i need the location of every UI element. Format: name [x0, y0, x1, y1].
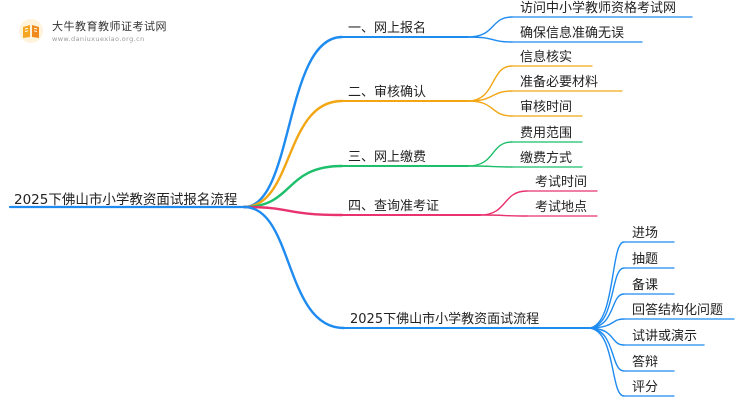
leaf-connector — [467, 90, 513, 102]
leaf-node[interactable]: 准备必要材料 — [520, 75, 599, 90]
site-logo[interactable]: 大牛教育教师证考试网 www.daniuxuexiao.org.cn — [18, 14, 188, 48]
leaf-connector — [467, 16, 513, 38]
branch-node[interactable]: 一、网上报名 — [348, 21, 427, 36]
leaf-node[interactable]: 备课 — [632, 278, 659, 293]
branch-node[interactable]: 2025下佛山市小学教资面试流程 — [350, 312, 540, 327]
branch-node[interactable]: 四、查询准考证 — [348, 199, 440, 214]
leaf-node[interactable]: 回答结构化问题 — [632, 303, 724, 318]
leaf-node[interactable]: 抽题 — [632, 252, 659, 267]
leaf-connector — [587, 327, 625, 397]
leaf-connector — [467, 65, 513, 102]
leaf-node[interactable]: 审核时间 — [520, 100, 573, 115]
leaf-connector — [587, 293, 625, 329]
branch-connector — [242, 99, 344, 209]
leaf-connector — [587, 327, 625, 372]
leaf-node[interactable]: 费用范围 — [520, 126, 573, 141]
leaf-node[interactable]: 答辩 — [632, 355, 659, 370]
logo-title: 大牛教育教师证考试网 — [52, 20, 167, 33]
leaf-node[interactable]: 评分 — [632, 380, 659, 395]
branch-connector — [242, 205, 344, 217]
leaf-connector — [467, 36, 513, 43]
logo-url: www.daniuxuexiao.org.cn — [52, 35, 145, 43]
leaf-node[interactable]: 考试时间 — [535, 175, 588, 190]
leaf-node[interactable]: 确保信息准确无误 — [520, 26, 625, 41]
leaf-connector — [467, 100, 513, 117]
branch-connector — [242, 205, 346, 330]
branch-connector — [242, 35, 344, 209]
leaf-connector — [467, 165, 513, 168]
open-book-icon — [19, 19, 43, 43]
branch-connector — [242, 164, 344, 209]
leaf-node[interactable]: 缴费方式 — [520, 151, 573, 166]
leaf-node[interactable]: 试讲或演示 — [632, 329, 698, 344]
leaf-node[interactable]: 访问中小学教师资格考试网 — [520, 1, 677, 16]
leaf-connector — [479, 214, 528, 217]
branch-node[interactable]: 二、审核确认 — [348, 85, 427, 100]
leaf-connector — [587, 267, 625, 329]
branch-node[interactable]: 三、网上缴费 — [348, 150, 427, 165]
leaf-connector — [467, 141, 513, 167]
root-node[interactable]: 2025下佛山市小学教资面试报名流程 — [14, 192, 238, 208]
leaf-node[interactable]: 进场 — [632, 226, 659, 241]
leaf-connector — [587, 241, 625, 329]
leaf-node[interactable]: 考试地点 — [535, 200, 588, 215]
leaf-node[interactable]: 信息核实 — [520, 50, 573, 65]
leaf-connector — [479, 190, 528, 216]
